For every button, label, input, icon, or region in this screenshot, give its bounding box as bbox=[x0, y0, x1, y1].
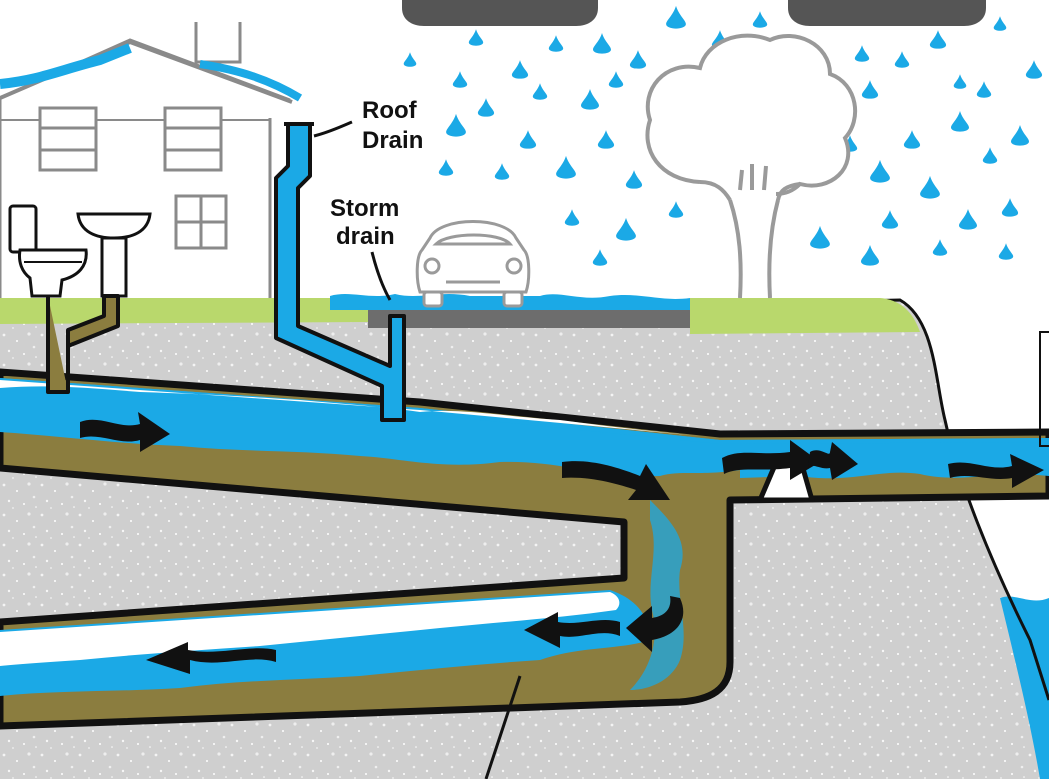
grass-left bbox=[0, 298, 368, 324]
raindrop-icon bbox=[519, 130, 537, 149]
storm-drain-label: Storm drain bbox=[330, 195, 399, 250]
house-chimney-cover bbox=[194, 16, 242, 22]
flow-arrow-icon bbox=[722, 440, 820, 480]
clouds bbox=[402, 0, 986, 26]
flow-arrow-icon bbox=[562, 461, 670, 500]
flow-arrow-icon bbox=[80, 412, 170, 452]
raindrop-icon bbox=[894, 51, 910, 68]
roof-drain-label: Roof Drain bbox=[362, 97, 423, 154]
raindrop-icon bbox=[446, 113, 466, 137]
storm-drain-label-line1: Storm bbox=[330, 195, 399, 222]
house-drain-pipes bbox=[46, 294, 120, 394]
connector-water bbox=[630, 500, 684, 690]
raindrop-icon bbox=[592, 249, 608, 266]
raindrop-icon bbox=[870, 159, 890, 183]
roof-drain-pipe bbox=[274, 122, 406, 422]
raindrop-icon bbox=[1001, 198, 1019, 217]
raindrop-icon bbox=[532, 83, 548, 100]
flow-arrow-icon bbox=[626, 596, 684, 652]
raindrop-icon bbox=[468, 29, 484, 46]
house-icon bbox=[0, 16, 303, 298]
car-icon bbox=[415, 220, 531, 308]
roof-drain-label-line1: Roof bbox=[362, 97, 418, 124]
roof-drain-leader bbox=[313, 120, 353, 138]
raindrop-icon bbox=[403, 52, 417, 67]
toilet-icon bbox=[8, 204, 88, 298]
raindrop-icon bbox=[998, 243, 1014, 260]
flow-arrow-icon bbox=[808, 442, 858, 480]
flow-arrow-icon bbox=[524, 612, 620, 648]
raindrop-icon bbox=[548, 35, 564, 52]
cloud-icon bbox=[402, 0, 598, 26]
raindrop-icon bbox=[629, 50, 647, 69]
raindrop-icon bbox=[951, 111, 969, 132]
raindrop-icon bbox=[1011, 125, 1029, 146]
raindrop-icon bbox=[581, 89, 599, 110]
callout-lines bbox=[313, 120, 1049, 779]
raindrop-icon bbox=[903, 130, 921, 149]
cloud-icon bbox=[788, 0, 986, 26]
storm-drain-label-line2: drain bbox=[336, 223, 395, 250]
right-edge-bracket bbox=[1039, 331, 1049, 447]
raindrop-icon bbox=[556, 155, 576, 179]
raindrop-icon bbox=[494, 163, 510, 180]
raindrop-icon bbox=[625, 170, 643, 189]
raindrop-icon bbox=[982, 147, 998, 164]
raindrop-icon bbox=[564, 209, 580, 226]
street bbox=[368, 306, 690, 328]
raindrop-icon bbox=[861, 80, 879, 99]
raindrop-icon bbox=[511, 60, 529, 79]
grass-right bbox=[690, 298, 920, 334]
tree-icon bbox=[645, 33, 858, 299]
raindrop-icon bbox=[477, 98, 495, 117]
raindrop-icon bbox=[861, 245, 879, 266]
raindrop-icon bbox=[976, 81, 992, 98]
raindrop-icon bbox=[438, 159, 454, 176]
raindrop-icon bbox=[452, 71, 468, 88]
raindrop-icon bbox=[959, 209, 977, 230]
raindrop-icon bbox=[881, 210, 899, 229]
flow-arrows bbox=[80, 412, 1044, 674]
raindrop-icon bbox=[993, 16, 1007, 31]
toilet-drain-pipe bbox=[46, 294, 120, 394]
raindrop-icon bbox=[668, 201, 684, 218]
raindrop-icon bbox=[953, 74, 967, 89]
raindrop-icon bbox=[752, 11, 768, 28]
raindrop-icon bbox=[810, 225, 830, 249]
roof-drain-label-line2: Drain bbox=[362, 127, 423, 154]
raindrop-icon bbox=[854, 45, 870, 62]
flow-arrow-icon bbox=[948, 454, 1044, 488]
sink-icon bbox=[76, 212, 152, 298]
raindrop-icon bbox=[932, 239, 948, 256]
pipe-leader bbox=[484, 675, 522, 779]
raindrop-icon bbox=[666, 5, 686, 29]
storm-drain-leader bbox=[370, 251, 392, 301]
raindrop-icon bbox=[920, 175, 940, 199]
river-water bbox=[1000, 596, 1049, 779]
raindrop-icon bbox=[929, 30, 947, 49]
raindrop-icon bbox=[593, 33, 611, 54]
raindrop-icon bbox=[597, 130, 615, 149]
lower-pipe-air bbox=[0, 592, 620, 666]
raindrop-icon bbox=[608, 71, 624, 88]
flow-arrow-icon bbox=[146, 642, 276, 674]
raindrop-icon bbox=[1025, 60, 1043, 79]
raindrop-icon bbox=[616, 217, 636, 241]
